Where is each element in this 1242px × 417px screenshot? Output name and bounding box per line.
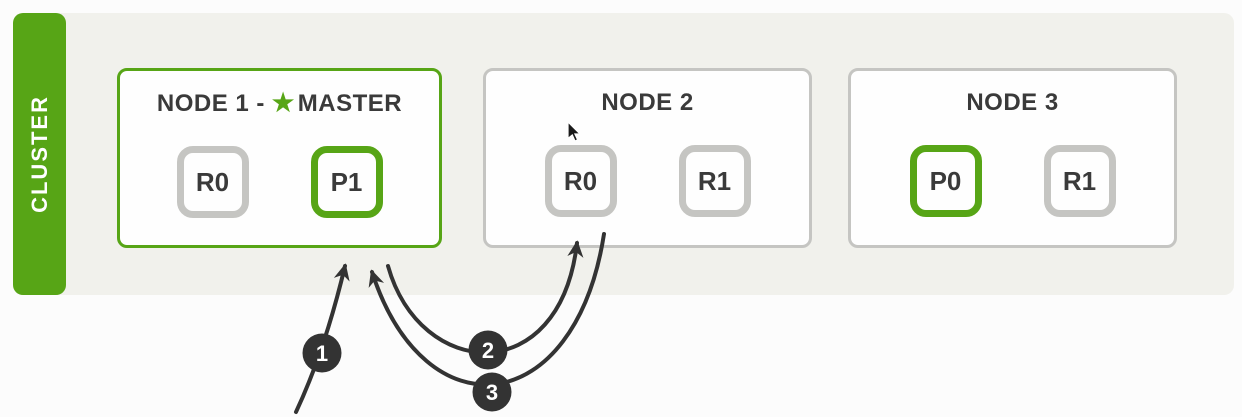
node-2-title: NODE 2 [601, 89, 694, 116]
step-badge-3-number: 3 [486, 380, 498, 405]
node-2-shard-row: R0 R1 [486, 145, 809, 217]
shard-r1-node-2: R1 [678, 145, 751, 217]
node-3-title: NODE 3 [966, 89, 1059, 116]
master-star-icon: ★ [271, 89, 295, 117]
step-badge-1: 1 [302, 333, 342, 373]
step-badge-3: 3 [472, 372, 512, 412]
step-badge-2: 2 [468, 330, 508, 370]
shard-r1-node-3: R1 [1043, 145, 1116, 217]
shard-p1-node-1: P1 [310, 146, 383, 218]
step-badge-2-number: 2 [482, 338, 494, 363]
cluster-label: CLUSTER [26, 95, 52, 213]
node-1-title: NODE 1 -★MASTER [120, 90, 439, 117]
shard-p0-node-3: P0 [909, 145, 982, 217]
node-1-box: NODE 1 -★MASTER R0 P1 [117, 68, 442, 248]
shard-r0-node-1: R0 [176, 146, 249, 218]
cluster-label-tab: CLUSTER [13, 13, 66, 295]
shard-r0-node-2: R0 [544, 145, 617, 217]
node-2-box: NODE 2 R0 R1 [483, 68, 812, 248]
node-1-title-prefix: NODE 1 - [156, 90, 265, 117]
step-badge-1-number: 1 [316, 341, 328, 366]
node-1-shard-row: R0 P1 [120, 146, 439, 218]
node-1-title-suffix: MASTER [297, 90, 403, 117]
node-3-box: NODE 3 P0 R1 [848, 68, 1177, 248]
node-3-shard-row: P0 R1 [851, 145, 1174, 217]
